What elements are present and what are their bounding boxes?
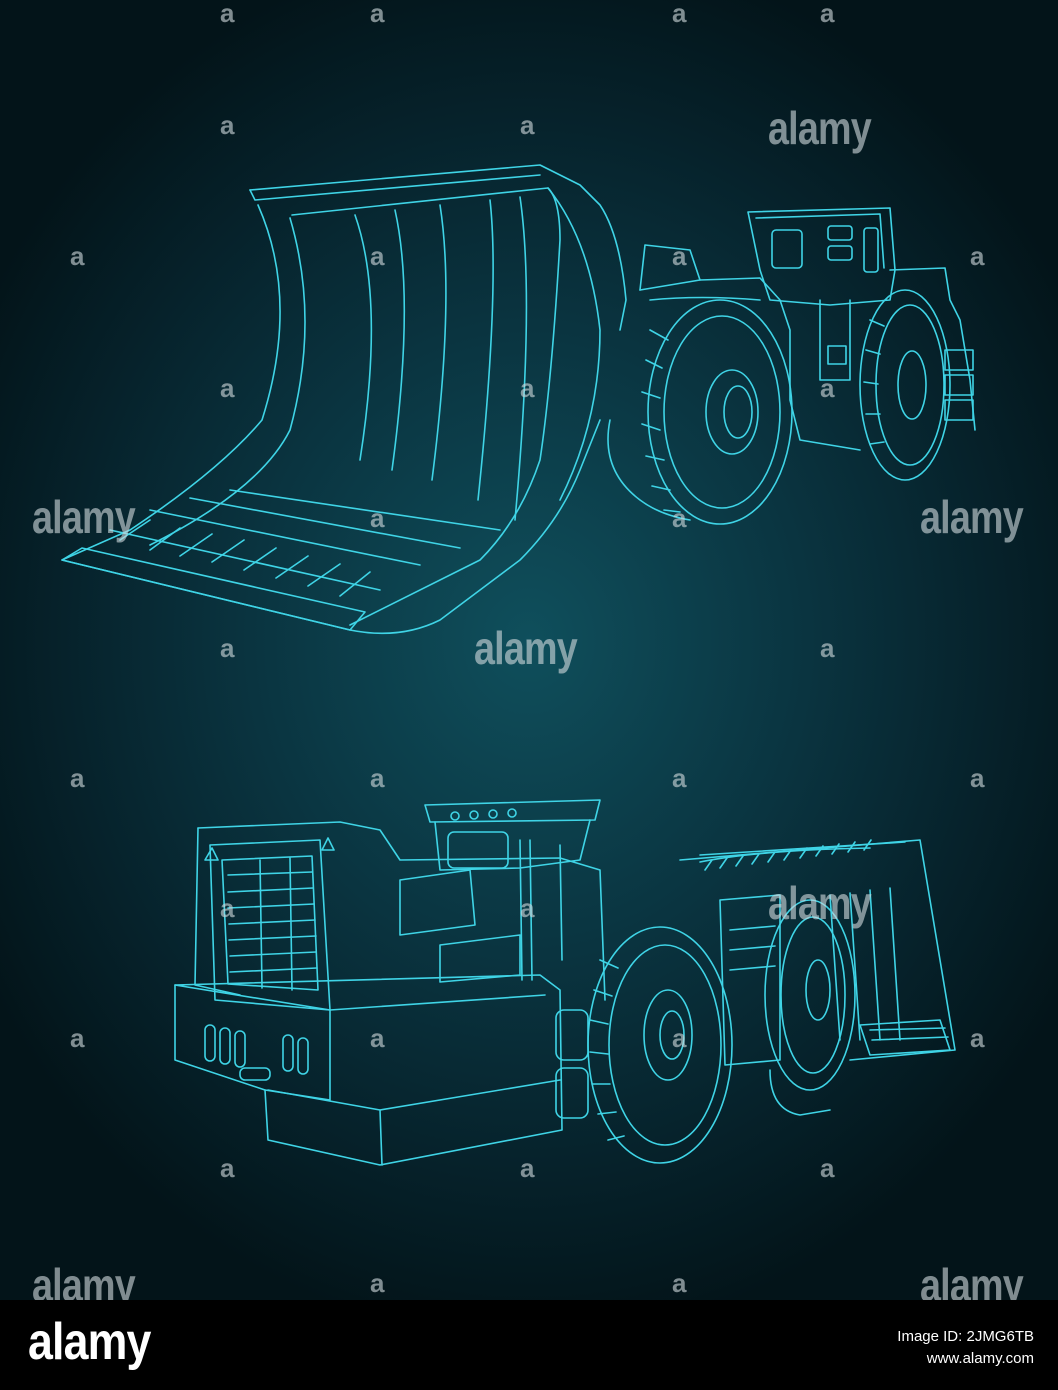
watermark-mark: a bbox=[370, 1023, 385, 1053]
rear-right-wheel bbox=[555, 926, 733, 1164]
watermark-mark: a bbox=[370, 1268, 385, 1298]
watermark-word: alamy bbox=[768, 102, 872, 154]
watermark-mark: a bbox=[672, 241, 687, 271]
watermark-mark: a bbox=[970, 241, 985, 271]
front-wheel bbox=[607, 299, 793, 525]
watermark-mark: a bbox=[672, 0, 687, 28]
watermark-mark: a bbox=[820, 633, 835, 663]
watermark-mark: a bbox=[220, 110, 235, 140]
watermark-mark: a bbox=[672, 1268, 687, 1298]
watermark-mark: a bbox=[672, 1023, 687, 1053]
watermark-mark: a bbox=[220, 633, 235, 663]
watermark-mark: a bbox=[220, 893, 235, 923]
watermark-mark: a bbox=[672, 503, 687, 533]
footer-bar: alamy Image ID: 2JMG6TB www.alamy.com bbox=[0, 1300, 1058, 1390]
blueprint-canvas: alamy alamy alamy alamy alamy alamy alam… bbox=[0, 0, 1058, 1300]
watermark-mark: a bbox=[520, 893, 535, 923]
watermark-mark: a bbox=[970, 1023, 985, 1053]
watermark-mark: a bbox=[820, 373, 835, 403]
watermark-mark: a bbox=[220, 373, 235, 403]
watermark-mark: a bbox=[820, 0, 835, 28]
watermark-mark: a bbox=[70, 1023, 85, 1053]
rear-wheel bbox=[859, 289, 951, 481]
front-section bbox=[679, 839, 956, 1066]
watermark-mark: a bbox=[370, 0, 385, 28]
watermark-mark: a bbox=[970, 763, 985, 793]
watermark-word: alamy bbox=[768, 877, 872, 929]
watermark-mark: a bbox=[520, 110, 535, 140]
front-wheel-rear-view bbox=[764, 899, 856, 1116]
watermark-mark: a bbox=[370, 241, 385, 271]
rear-cabin bbox=[399, 799, 601, 983]
watermark-mark: a bbox=[520, 373, 535, 403]
watermark-mark: a bbox=[220, 0, 235, 28]
watermark-mark: a bbox=[370, 763, 385, 793]
loader-body bbox=[639, 207, 976, 451]
watermark-mark: a bbox=[220, 1153, 235, 1183]
watermark-mark: a bbox=[820, 1153, 835, 1183]
image-id-label: Image ID: 2JMG6TB bbox=[897, 1328, 1034, 1345]
bucket bbox=[61, 164, 627, 635]
watermark-mark: a bbox=[70, 763, 85, 793]
watermark-mark: a bbox=[520, 1153, 535, 1183]
watermark-word: alamy bbox=[32, 1259, 136, 1300]
watermark-word: alamy bbox=[920, 1259, 1024, 1300]
footer-url[interactable]: www.alamy.com bbox=[926, 1350, 1034, 1367]
loader-front-drawing bbox=[61, 164, 976, 635]
watermark-mark: a bbox=[370, 503, 385, 533]
watermark-word: alamy bbox=[474, 622, 578, 674]
watermark-mark: a bbox=[672, 763, 687, 793]
watermark-word: alamy bbox=[920, 491, 1024, 543]
rear-body bbox=[174, 821, 606, 1166]
watermark-mark: a bbox=[70, 241, 85, 271]
footer-logo: alamy bbox=[28, 1313, 151, 1371]
watermark-word: alamy bbox=[32, 491, 136, 543]
loader-rear-drawing bbox=[174, 799, 956, 1166]
